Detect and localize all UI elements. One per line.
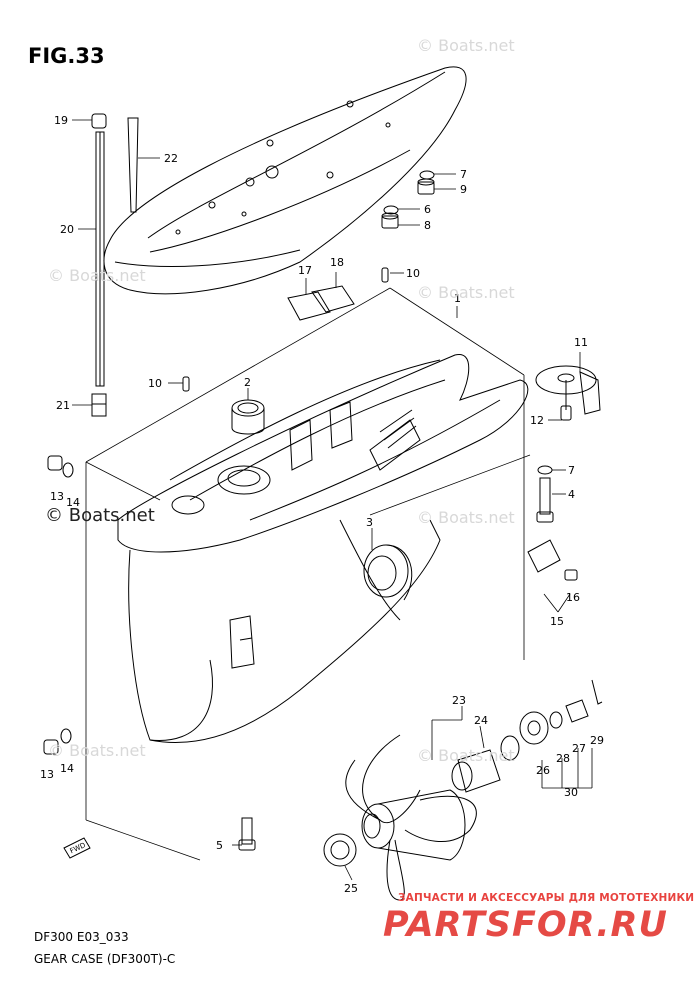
callout-14b: 14 <box>60 762 74 775</box>
callout-30: 30 <box>564 786 578 799</box>
callout-21: 21 <box>56 399 70 412</box>
upper-cover <box>103 66 467 295</box>
watermark: © Boats.net <box>417 746 515 765</box>
callout-2: 2 <box>244 376 251 389</box>
callout-16: 16 <box>566 591 580 604</box>
callout-7a: 7 <box>460 168 467 181</box>
nut-28 <box>565 699 589 723</box>
figure-title: FIG.33 <box>28 44 105 68</box>
plug-13b <box>43 739 59 755</box>
watermark-dark: © Boats.net <box>45 505 155 526</box>
callout-20: 20 <box>60 223 74 236</box>
callout-26: 26 <box>536 764 550 777</box>
callout-18: 18 <box>330 256 344 269</box>
gasket-14b <box>60 728 72 744</box>
callout-15: 15 <box>550 615 564 628</box>
propeller <box>345 734 477 901</box>
oil-seal-3 <box>363 544 413 601</box>
watermark: © Boats.net <box>48 741 146 760</box>
cable-tie <box>127 117 139 213</box>
pad-17 <box>287 291 331 321</box>
callout-28: 28 <box>556 752 570 765</box>
gasket-14a <box>62 462 74 478</box>
callout-4: 4 <box>568 488 575 501</box>
thrust-bush-25 <box>323 833 357 867</box>
callout-19: 19 <box>54 114 68 127</box>
washer-27 <box>549 711 563 729</box>
screw-16 <box>564 569 578 581</box>
dowel-pin-a <box>381 267 389 283</box>
callout-23: 23 <box>452 694 466 707</box>
washer-6 <box>383 205 399 215</box>
cotter-pin-29 <box>591 679 603 705</box>
washer-26 <box>519 711 549 745</box>
dowel-pin-b <box>182 376 190 392</box>
watermark: © Boats.net <box>417 508 515 527</box>
fwd-label: FWD <box>69 841 87 855</box>
washer-7a <box>419 170 435 180</box>
callout-6: 6 <box>424 203 431 216</box>
plug-13a <box>47 455 63 471</box>
bolt-4 <box>536 477 554 523</box>
diagram-code: DF300 E03_033 <box>34 930 129 944</box>
phantom-box <box>85 287 531 861</box>
callout-22: 22 <box>164 152 178 165</box>
watermark: © Boats.net <box>417 36 515 55</box>
trim-tab-11 <box>535 365 601 415</box>
diagram-caption: GEAR CASE (DF300T)-C <box>34 952 176 966</box>
gear-case-body <box>117 354 529 744</box>
callout-24: 24 <box>474 714 488 727</box>
fwd-arrow <box>63 837 91 859</box>
callout-27: 27 <box>572 742 586 755</box>
callout-11: 11 <box>574 336 588 349</box>
callout-10a: 10 <box>406 267 420 280</box>
bearing-2 <box>231 399 265 435</box>
pad-18 <box>311 285 355 313</box>
nut-9 <box>417 178 435 195</box>
callout-7b: 7 <box>568 464 575 477</box>
callout-3: 3 <box>366 516 373 529</box>
washer-7b <box>537 465 553 475</box>
callout-8: 8 <box>424 219 431 232</box>
shop-logo: PARTSFOR.RU <box>383 905 668 945</box>
callout-10b: 10 <box>148 377 162 390</box>
callout-13a: 13 <box>50 490 64 503</box>
watermark: © Boats.net <box>417 283 515 302</box>
callout-1: 1 <box>454 292 461 305</box>
nut-8 <box>381 212 399 229</box>
watermark: © Boats.net <box>48 266 146 285</box>
leader-lines <box>72 119 593 881</box>
shop-tagline: ЗАПЧАСТИ И АКСЕССУАРЫ ДЛЯ МОТОТЕХНИКИ <box>398 892 695 904</box>
callout-12: 12 <box>530 414 544 427</box>
callout-25: 25 <box>344 882 358 895</box>
bolt-12 <box>560 405 572 421</box>
shift-rod <box>95 131 105 387</box>
spacer-24 <box>451 735 520 793</box>
callout-17: 17 <box>298 264 312 277</box>
callout-13b: 13 <box>40 768 54 781</box>
callout-14a: 14 <box>66 496 80 509</box>
anode-15 <box>527 539 561 573</box>
callout-29: 29 <box>590 734 604 747</box>
rod-fitting <box>91 393 107 417</box>
callout-9: 9 <box>460 183 467 196</box>
callout-5: 5 <box>216 839 223 852</box>
rod-clip <box>91 113 107 129</box>
